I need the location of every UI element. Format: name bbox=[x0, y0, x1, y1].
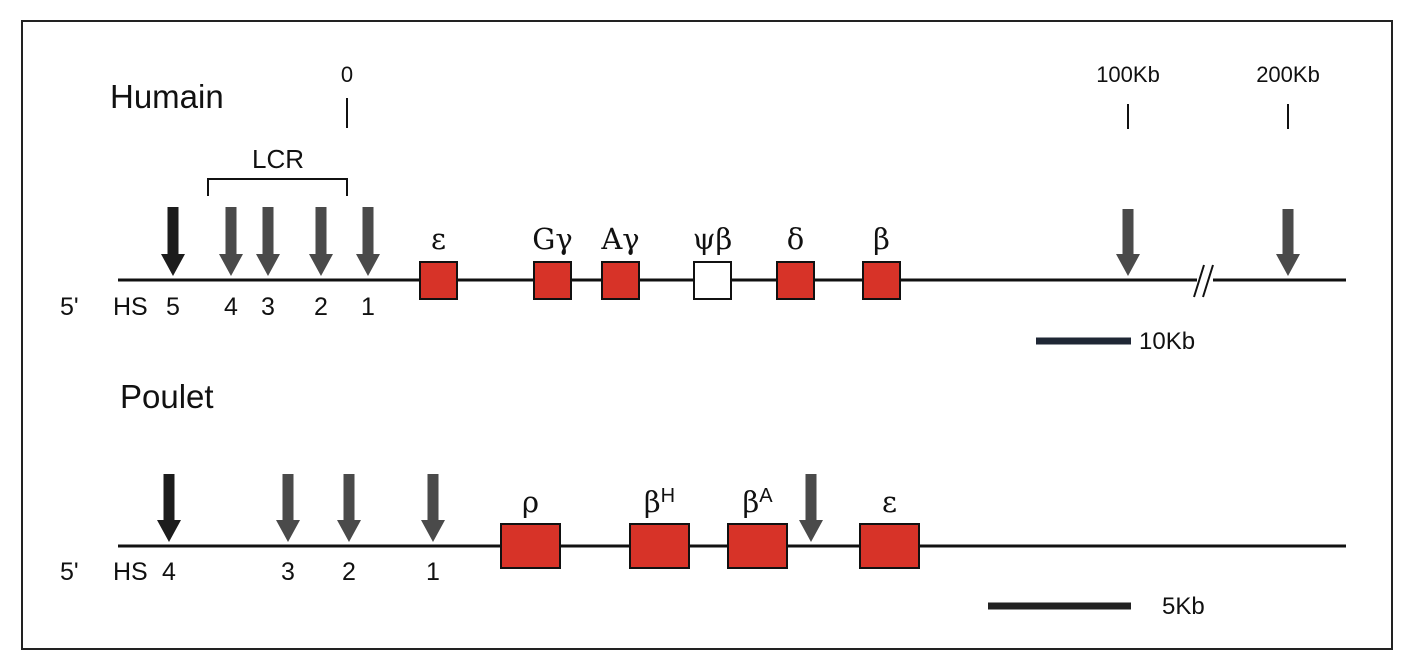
gene-label: βH bbox=[644, 485, 675, 519]
hs-arrow-icon bbox=[276, 474, 300, 542]
gene-label: βA bbox=[742, 485, 773, 519]
gene-label: β bbox=[873, 222, 890, 256]
human-coord-label-2: 200Kb bbox=[1256, 62, 1320, 87]
gene-label-superscript: A bbox=[759, 485, 773, 507]
pseudogene-box bbox=[693, 261, 732, 300]
chicken-hs-site-number: 3 bbox=[281, 558, 295, 586]
gene-box bbox=[862, 261, 901, 300]
chicken-genes: ρ βH βA ε bbox=[500, 485, 920, 569]
gene-label: Aγ bbox=[600, 222, 639, 256]
hs-arrow-icon bbox=[219, 207, 243, 276]
chicken-hs-site-number: 4 bbox=[162, 558, 176, 586]
internal-hs-arrow-icon bbox=[799, 474, 823, 542]
hs-arrow-icon bbox=[337, 474, 361, 542]
hs-arrow-icon bbox=[161, 207, 185, 276]
human-5prime-label: 5' bbox=[60, 293, 79, 321]
figure-frame bbox=[21, 20, 1393, 650]
gene-label: δ bbox=[787, 222, 804, 256]
hs-arrow-icon bbox=[309, 207, 333, 276]
human-hs-site-number: 4 bbox=[224, 293, 238, 321]
chicken-5prime-label: 5' bbox=[60, 558, 79, 586]
human-coord-label-1: 100Kb bbox=[1096, 62, 1160, 87]
human-locus: Humain 0 100Kb 200Kb LCR 5' HS 5 4 3 2 1… bbox=[60, 62, 1346, 355]
gene-box bbox=[601, 261, 640, 300]
hs-arrow-icon bbox=[421, 474, 445, 542]
human-hs-site-number: 1 bbox=[361, 293, 375, 321]
hs-arrow-icon bbox=[356, 207, 380, 276]
downstream-hs-arrow-icon bbox=[1276, 209, 1300, 276]
hs-arrow-icon bbox=[157, 474, 181, 542]
gene-label: ε bbox=[882, 485, 897, 519]
chicken-species-label: Poulet bbox=[120, 378, 214, 415]
chicken-hs-site-number: 1 bbox=[426, 558, 440, 586]
chicken-hs-label: HS bbox=[113, 558, 148, 586]
hs-arrow-icon bbox=[256, 207, 280, 276]
chicken-hs-site-number: 2 bbox=[342, 558, 356, 586]
gene-label-superscript: H bbox=[661, 485, 675, 507]
human-species-label: Humain bbox=[110, 78, 224, 115]
human-coord-label-0: 0 bbox=[341, 62, 353, 87]
human-scale-label: 10Kb bbox=[1139, 328, 1195, 355]
gene-label: Gγ bbox=[532, 222, 573, 256]
human-hs-arrows bbox=[161, 207, 1300, 276]
gene-box bbox=[419, 261, 458, 300]
gene-box bbox=[500, 523, 561, 569]
chicken-locus: Poulet 5' HS 4 3 2 1 ρ βH βA ε 5Kb bbox=[60, 378, 1346, 620]
gene-label: ψβ bbox=[693, 222, 733, 256]
human-hs-site-number: 5 bbox=[166, 293, 180, 321]
gene-box bbox=[629, 523, 690, 569]
lcr-bracket bbox=[207, 178, 348, 196]
chicken-scale-label: 5Kb bbox=[1162, 593, 1205, 620]
human-hs-site-number: 3 bbox=[261, 293, 275, 321]
gene-box bbox=[533, 261, 572, 300]
human-hs-label: HS bbox=[113, 293, 148, 321]
gene-box bbox=[776, 261, 815, 300]
downstream-hs-arrow-icon bbox=[1116, 209, 1140, 276]
gene-label: ρ bbox=[522, 485, 539, 519]
human-genes: ε Gγ Aγ ψβ δ β bbox=[419, 222, 901, 300]
gene-label: ε bbox=[431, 222, 446, 256]
gene-box bbox=[727, 523, 788, 569]
human-hs-site-number: 2 bbox=[314, 293, 328, 321]
gene-box bbox=[859, 523, 920, 569]
chicken-hs-arrows bbox=[157, 474, 823, 542]
line-break-icon bbox=[1193, 264, 1214, 298]
lcr-label: LCR bbox=[252, 144, 304, 174]
